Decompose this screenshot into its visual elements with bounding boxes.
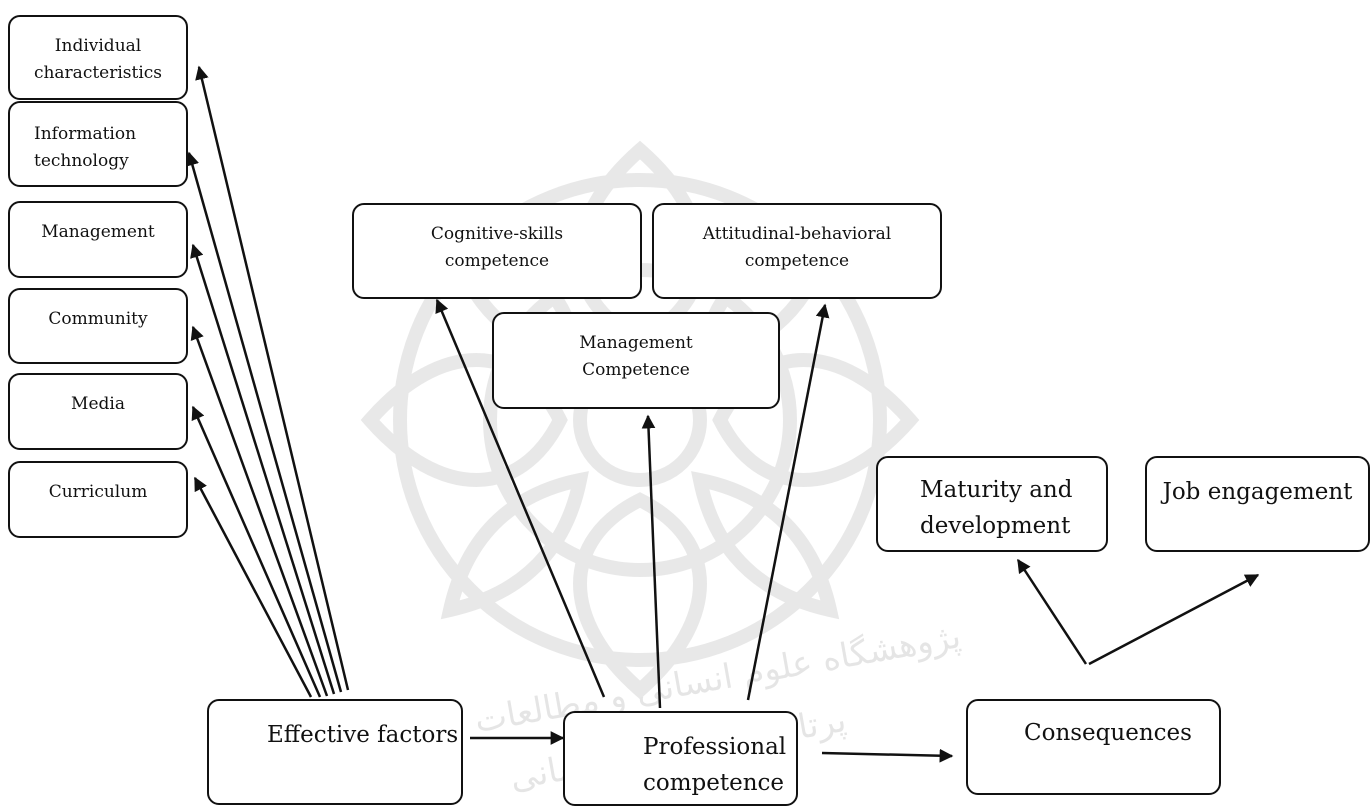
node-label: Professional competence [643, 734, 787, 796]
node-label: Consequences [1024, 720, 1192, 746]
arrow-to-maturity [1016, 558, 1088, 665]
node-consequences: Consequences [966, 699, 1221, 795]
arrow-to-curriculum [193, 476, 313, 698]
node-label: Management [41, 222, 155, 242]
node-label: Information technology [34, 124, 137, 171]
node-label: Cognitive-skills competence [430, 224, 564, 271]
node-label: Maturity and development [920, 477, 1073, 539]
node-information-technology: Information technology [8, 101, 188, 187]
node-individual-characteristics: Individual characteristics [8, 15, 188, 100]
arrow-to-information [185, 151, 343, 693]
node-label: Effective factors [267, 722, 459, 748]
arrow-to-individual [195, 65, 350, 691]
node-effective-factors: Effective factors [207, 699, 463, 805]
arrow-to-community [190, 325, 329, 697]
node-management: Management [8, 201, 188, 278]
node-label: Media [71, 394, 125, 414]
arrow-professional-to-consequences [821, 748, 954, 763]
arrow-to-attitudinal [746, 303, 830, 701]
node-professional-competence: Professional competence [563, 711, 798, 806]
node-community: Community [8, 288, 188, 364]
node-management-competence: Management Competence [492, 312, 780, 409]
arrow-to-cognitive [435, 298, 606, 698]
node-cognitive-skills-competence: Cognitive-skills competence [352, 203, 642, 299]
node-label: Community [48, 309, 148, 329]
node-label: Job engagement [1162, 479, 1353, 505]
node-label: Management Competence [579, 333, 693, 380]
node-job-engagement: Job engagement [1145, 456, 1370, 552]
arrow-to-job-engagement [1088, 573, 1260, 666]
node-label: Curriculum [48, 482, 148, 502]
node-label: Attitudinal-behavioral competence [702, 224, 892, 271]
node-maturity-and-development: Maturity and development [876, 456, 1108, 552]
arrow-to-management-competence [641, 414, 662, 709]
node-label: Individual characteristics [33, 36, 163, 83]
arrow-to-media [191, 405, 322, 698]
node-curriculum: Curriculum [8, 461, 188, 538]
node-attitudinal-behavioral-competence: Attitudinal-behavioral competence [652, 203, 942, 299]
arrow-to-management [190, 243, 336, 695]
node-media: Media [8, 373, 188, 450]
